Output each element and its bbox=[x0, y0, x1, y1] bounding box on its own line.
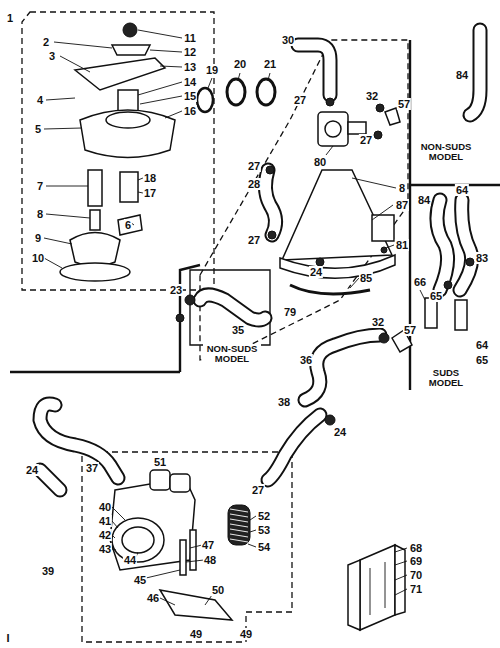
callout-number: 47 bbox=[201, 539, 215, 551]
leader-line bbox=[44, 30, 425, 605]
callout-number: 23 bbox=[169, 284, 183, 296]
region-outline bbox=[22, 12, 214, 290]
callout-number: 85 bbox=[359, 272, 373, 284]
callout-number: 1 bbox=[6, 12, 14, 24]
callout-number: 50 bbox=[211, 584, 225, 596]
callout-number: 39 bbox=[41, 565, 55, 577]
callout-number: 42 bbox=[98, 529, 112, 541]
callout-number: 37 bbox=[85, 462, 99, 474]
callout-number: 27 bbox=[251, 484, 265, 496]
callout-number: 18 bbox=[143, 172, 157, 184]
callout-number: 81 bbox=[395, 239, 409, 251]
callout-number: 4 bbox=[36, 94, 44, 106]
callout-number: 21 bbox=[263, 58, 277, 70]
region-outline bbox=[200, 40, 408, 360]
callout-number: I bbox=[5, 632, 10, 644]
callout-number: 24 bbox=[25, 464, 39, 476]
callout-number: 5 bbox=[34, 123, 42, 135]
callout-number: 2 bbox=[42, 36, 50, 48]
callout-number: 43 bbox=[98, 543, 112, 555]
callout-number: 64 bbox=[455, 184, 469, 196]
callout-number: 17 bbox=[143, 187, 157, 199]
callout-number: 19 bbox=[205, 64, 219, 76]
callout-number: 52 bbox=[257, 510, 271, 522]
callout-number: 27 bbox=[247, 160, 261, 172]
callout-number: 20 bbox=[233, 58, 247, 70]
callout-number: 11 bbox=[183, 32, 197, 44]
spring-52 bbox=[228, 505, 250, 545]
callout-number: 44 bbox=[123, 554, 137, 566]
callout-number: 8 bbox=[36, 208, 44, 220]
callout-number: 36 bbox=[299, 354, 313, 366]
model-note: SUDS MODEL bbox=[417, 368, 475, 388]
region-outline bbox=[190, 270, 270, 345]
callout-number: 84 bbox=[455, 69, 469, 81]
callout-number: 40 bbox=[98, 501, 112, 513]
callout-number: 64 bbox=[475, 339, 489, 351]
callout-number: 6 bbox=[124, 219, 132, 231]
callout-number: 57 bbox=[403, 324, 417, 336]
callout-number: 53 bbox=[257, 524, 271, 536]
callout-number: 41 bbox=[98, 515, 112, 527]
callout-number: 65 bbox=[429, 290, 443, 302]
pump-39 bbox=[110, 470, 232, 620]
seal-rings bbox=[197, 79, 275, 112]
callout-number: 71 bbox=[409, 583, 423, 595]
callout-number: 79 bbox=[283, 306, 297, 318]
callout-number: 48 bbox=[203, 554, 217, 566]
model-note: NON-SUDS MODEL bbox=[203, 344, 261, 364]
suds-valve-parts bbox=[376, 104, 474, 352]
model-note: NON-SUDS MODEL bbox=[417, 142, 475, 162]
callout-number: 68 bbox=[409, 542, 423, 554]
callout-number: 13 bbox=[183, 61, 197, 73]
callout-number: 83 bbox=[475, 252, 489, 264]
callout-number: 12 bbox=[183, 46, 197, 58]
callout-number: 32 bbox=[365, 90, 379, 102]
callout-number: 9 bbox=[34, 232, 42, 244]
agitator-drive-assembly bbox=[60, 23, 175, 281]
callout-number: 8 bbox=[398, 182, 406, 194]
callout-number: 10 bbox=[31, 252, 45, 264]
callout-number: 69 bbox=[409, 555, 423, 567]
filter-cone bbox=[280, 170, 395, 294]
callout-number: 32 bbox=[371, 316, 385, 328]
callout-number: 46 bbox=[146, 592, 160, 604]
bracket-71 bbox=[348, 545, 405, 630]
callout-number: 49 bbox=[189, 628, 203, 640]
callout-number: 70 bbox=[409, 569, 423, 581]
callout-number: 38 bbox=[277, 396, 291, 408]
callout-number: 35 bbox=[231, 324, 245, 336]
callout-number: 27 bbox=[359, 134, 373, 146]
callout-number: 15 bbox=[183, 90, 197, 102]
callout-number: 84 bbox=[417, 194, 431, 206]
callout-number: 51 bbox=[153, 456, 167, 468]
callout-number: 27 bbox=[293, 94, 307, 106]
divider-line bbox=[10, 40, 500, 390]
callout-number: 27 bbox=[247, 234, 261, 246]
callout-number: 45 bbox=[133, 574, 147, 586]
hose-clamp bbox=[176, 131, 389, 425]
callout-number: 14 bbox=[183, 76, 197, 88]
callout-number: 49 bbox=[239, 628, 253, 640]
callout-number: 24 bbox=[333, 426, 347, 438]
callout-number: 54 bbox=[257, 541, 271, 553]
callout-number: 30 bbox=[281, 34, 295, 46]
callout-number: 24 bbox=[309, 266, 323, 278]
callout-number: 16 bbox=[183, 105, 197, 117]
callout-number: 87 bbox=[395, 199, 409, 211]
callout-number: 28 bbox=[247, 178, 261, 190]
hose bbox=[40, 30, 480, 490]
callout-number: 66 bbox=[413, 276, 427, 288]
callout-number: 3 bbox=[48, 50, 56, 62]
callout-number: 65 bbox=[475, 354, 489, 366]
callout-number: 57 bbox=[397, 98, 411, 110]
callout-number: 80 bbox=[313, 156, 327, 168]
callout-number: 7 bbox=[36, 180, 44, 192]
